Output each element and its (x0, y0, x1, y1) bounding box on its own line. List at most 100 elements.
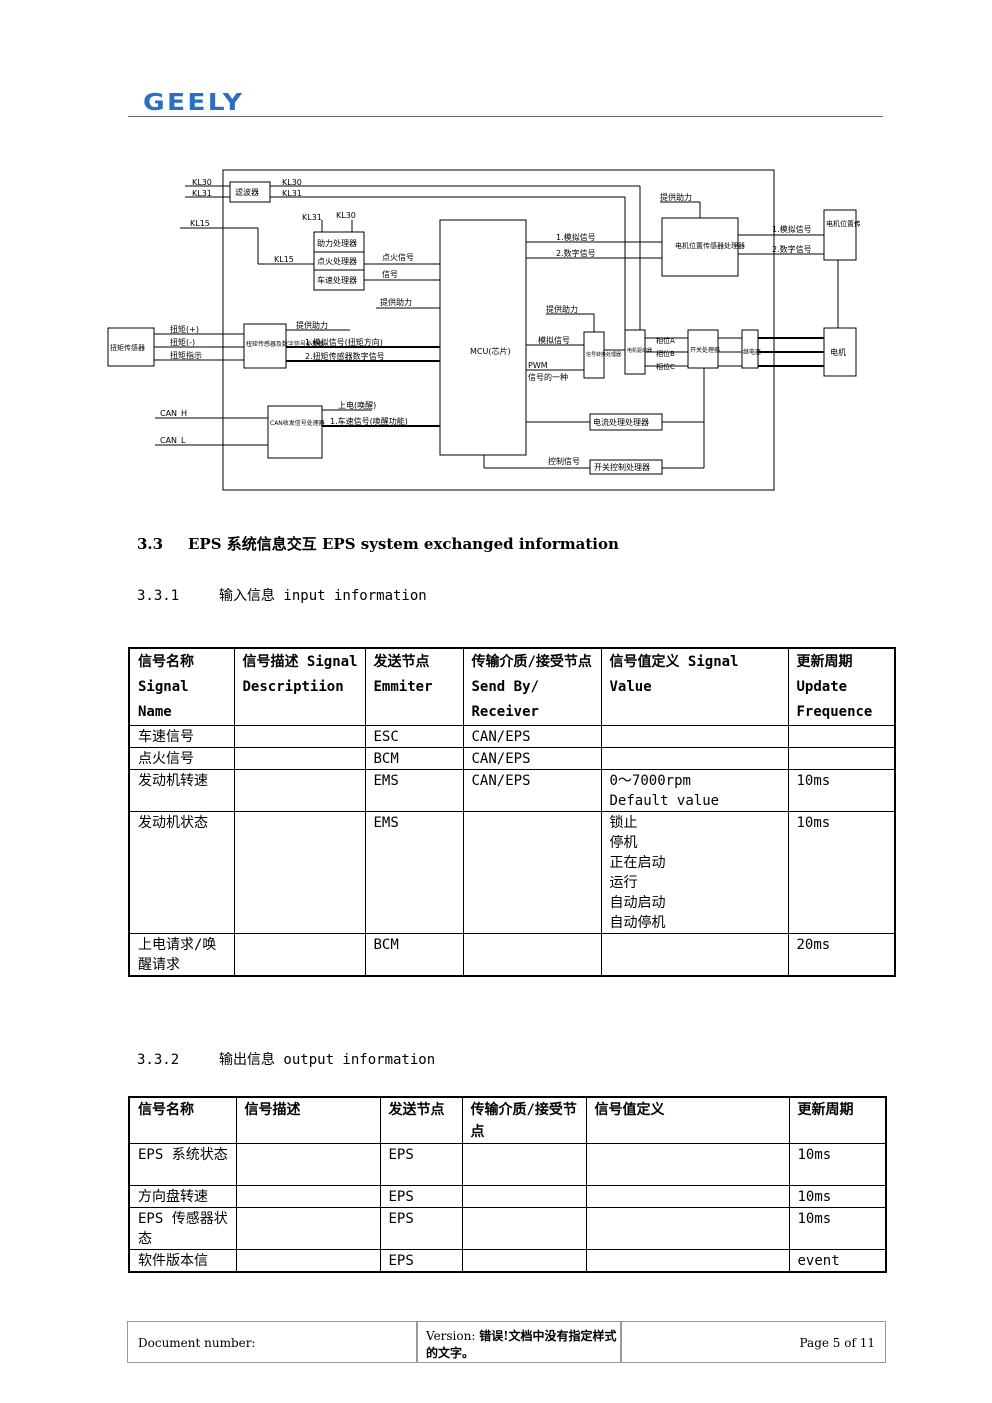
ctrl-signal-label: 控制信号 (548, 456, 580, 466)
phase-a-label: 相位A (656, 336, 675, 345)
table-cell: ESC (364, 725, 464, 748)
table-cell (585, 1143, 790, 1186)
pwm-box: 信号转换处理器 (586, 351, 621, 358)
table-cell: 10ms (787, 811, 896, 934)
kl15-b-label: KL15 (274, 255, 294, 264)
table-cell (585, 1207, 790, 1250)
table-cell: 点火信号 (128, 747, 235, 770)
table-cell: 软件版本信 (128, 1249, 237, 1273)
kl31-input-label: KL31 (192, 189, 212, 198)
table-cell: 锁止 停机 正在启动 运行 自动启动 自动停机 (600, 811, 789, 934)
output-number: 3.3.2 (137, 1052, 180, 1068)
torque-proc-box: 扭矩传感器及数字信号处理器 (246, 340, 324, 348)
filter-box: 滤波器 (235, 187, 259, 197)
input-header-cell: 发送节点 Emmiter (364, 647, 464, 726)
version-cell: Version: 错误!文档中没有指定样式的文字。 (418, 1322, 622, 1362)
table-cell (462, 933, 602, 977)
assist-left-label: 提供助力 (296, 320, 328, 330)
table-cell: EMS (364, 811, 464, 934)
table-cell: 上电请求/唤醒请求 (128, 933, 235, 977)
table-cell: event (788, 1249, 887, 1273)
input-header-cell: 传输介质/接受节点 Send By/ Receiver (462, 647, 602, 726)
table-cell: BCM (364, 933, 464, 977)
table-cell: 车速信号 (128, 725, 235, 748)
input-header-cell: 信号名称 Signal Name (128, 647, 235, 726)
table-cell: EPS 系统状态 (128, 1143, 237, 1186)
table-cell (235, 1207, 381, 1250)
version-error: 错误!文档中没有指定样式的文字。 (426, 1329, 617, 1360)
table-cell: 发动机状态 (128, 811, 235, 934)
kl30-b-label: KL30 (336, 211, 356, 220)
table-cell: EMS (364, 769, 464, 812)
output-header-cell: 更新周期 (788, 1096, 887, 1144)
assist-low-label: 提供助力 (546, 304, 578, 314)
table-cell: 20ms (787, 933, 896, 977)
table-cell (235, 1143, 381, 1186)
motor-pos-sensor-box: 电机位置传感器 (826, 219, 860, 228)
table-cell: 10ms (788, 1207, 887, 1250)
motor-pos-proc-box: 电机位置传感器处理器 (675, 241, 745, 250)
power-proc-box: 助力处理器 (317, 238, 357, 248)
output-header-cell: 发送节点 (379, 1096, 463, 1144)
input-header-cell: 更新周期 Update Frequence (787, 647, 896, 726)
kl30-input-label: KL30 (192, 178, 212, 187)
table-cell: CAN/EPS (462, 725, 602, 748)
torque-n-label: 扭矩(-) (170, 337, 195, 347)
table-cell: EPS (379, 1249, 463, 1273)
speed-proc-box: 车速处理器 (317, 275, 357, 285)
switch-proc-box: 开关处理器 (690, 346, 720, 354)
table-cell: CAN/EPS (462, 769, 602, 812)
power-on-label: 上电(唤醒) (338, 400, 376, 410)
table-cell: CAN/EPS (462, 747, 602, 770)
pwm-out-label: 信号的一种 (528, 372, 568, 382)
can-proc-box: CAN收发信号处理器 (270, 419, 325, 427)
ign-proc-box: 点火处理器 (317, 256, 357, 266)
kl31-b-label: KL31 (302, 213, 322, 222)
signal-label: 信号 (382, 269, 398, 279)
table-cell (600, 933, 789, 977)
digital-torque-label: 2.扭矩传感器数字信号 (305, 351, 385, 361)
analog-sig-label: 模拟信号 (538, 335, 570, 345)
assist-mid-label: 提供助力 (380, 297, 412, 307)
phase-c-label: 相位C (656, 362, 675, 371)
table-row: 软件版本信 EPS event (128, 1249, 887, 1273)
ecu-box: 电机驱动器 (627, 347, 652, 354)
table-cell (585, 1249, 790, 1273)
ign-signal-label: 点火信号 (382, 252, 414, 262)
page-footer: Document number: Version: 错误!文档中没有指定样式的文… (127, 1321, 886, 1363)
table-cell: 10ms (788, 1143, 887, 1186)
table-cell (787, 725, 896, 748)
table-cell (600, 747, 789, 770)
kl15-input-label: KL15 (190, 219, 210, 228)
table-cell (233, 769, 366, 812)
table-cell (461, 1185, 587, 1208)
output-header-cell: 信号描述 (235, 1096, 381, 1144)
table-cell (585, 1185, 790, 1208)
output-title: 输出信息 output information (219, 1052, 436, 1068)
table-cell (600, 725, 789, 748)
input-header-cell: 信号描述 Signal Descriptiion (233, 647, 366, 726)
table-cell (235, 1249, 381, 1273)
table-cell: EPS (379, 1207, 463, 1250)
input-header-cell: 信号值定义 Signal Value (600, 647, 789, 726)
table-cell (233, 811, 366, 934)
output-header-cell: 信号名称 (128, 1096, 237, 1144)
analog1-label: 1.模拟信号 (556, 232, 596, 242)
analog-torque-label: 1.模拟信号(扭矩方向) (305, 337, 383, 347)
assist-top-label: 提供助力 (660, 192, 692, 202)
table-row: 上电请求/唤醒请求 BCM 20ms (128, 933, 896, 977)
table-cell: 0～7000rpm Default value (600, 769, 789, 812)
table-cell: 10ms (787, 769, 896, 812)
table-cell (235, 1185, 381, 1208)
kl30-a-label: KL30 (282, 178, 302, 187)
torque-ind-label: 扭矩指示 (170, 350, 202, 360)
table-cell: 方向盘转速 (128, 1185, 237, 1208)
table-cell: 发动机转速 (128, 769, 235, 812)
